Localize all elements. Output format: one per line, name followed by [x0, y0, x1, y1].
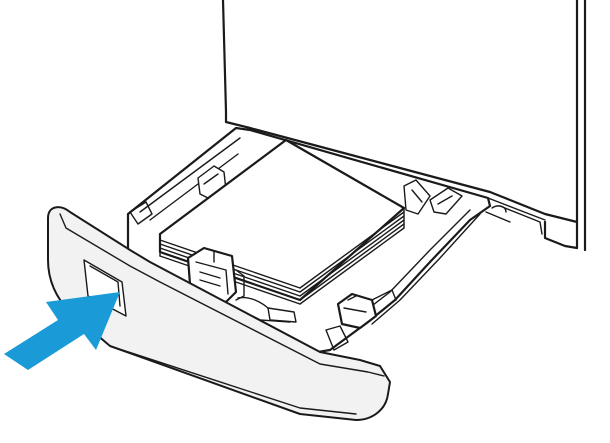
right-tray-latch: [325, 289, 397, 351]
insert-direction-arrow: [4, 292, 120, 370]
right-paper-guide: [403, 179, 463, 215]
